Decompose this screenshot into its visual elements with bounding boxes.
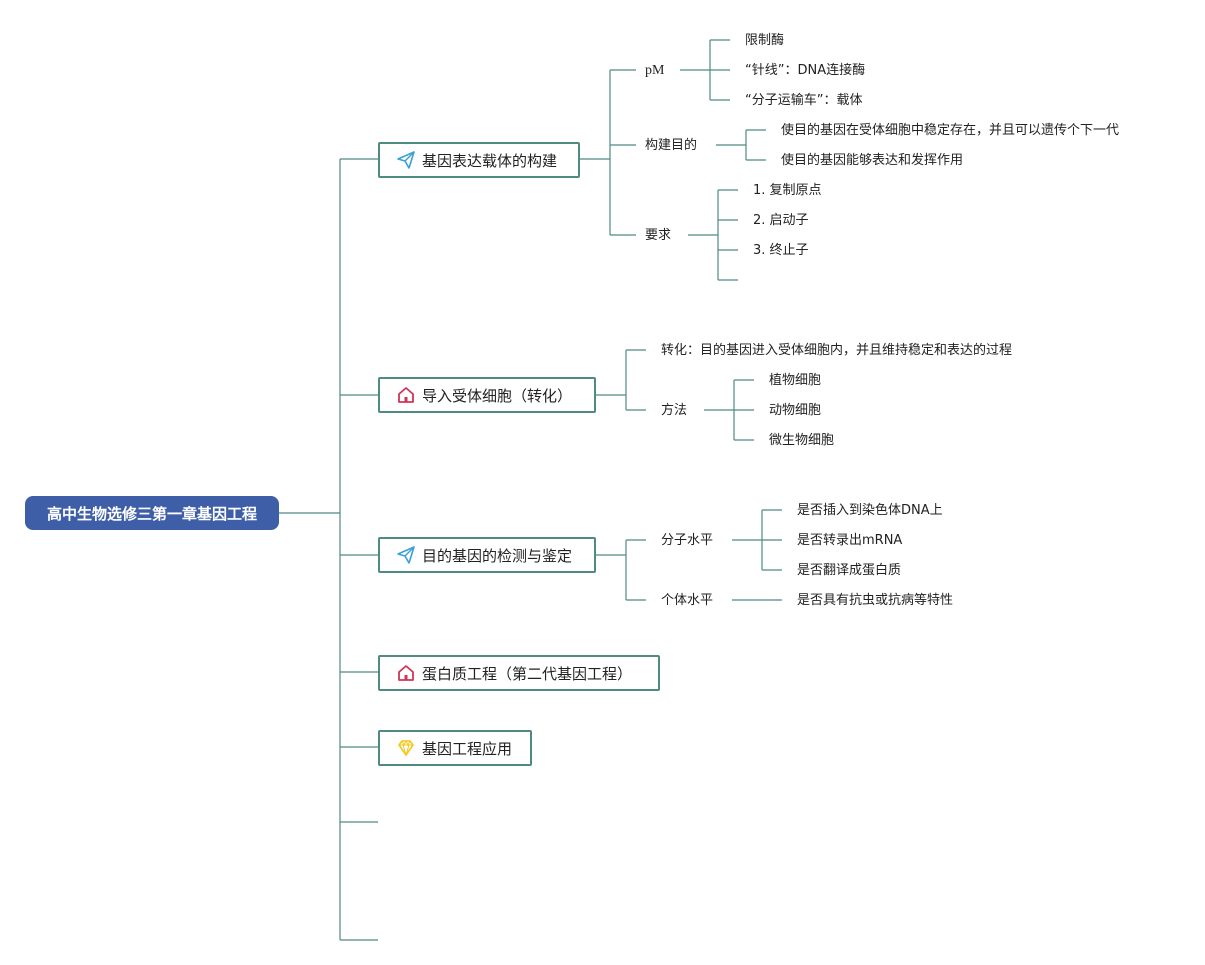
- leaf-node[interactable]: 是否翻译成蛋白质: [797, 563, 902, 578]
- topic-label: 导入受体细胞（转化）: [422, 386, 573, 405]
- root-label: 高中生物选修三第一章基因工程: [46, 504, 257, 523]
- paper-plane-icon: [396, 545, 416, 565]
- leaf-node[interactable]: 使目的基因在受体细胞中稳定存在，并且可以遗传个下一代: [781, 123, 1120, 138]
- topic-protein-engineering[interactable]: 蛋白质工程（第二代基因工程）: [378, 655, 660, 691]
- subtopic-methods[interactable]: 方法: [661, 403, 688, 418]
- house-icon: [396, 663, 416, 683]
- subtopic-pm[interactable]: pM: [645, 63, 665, 78]
- subtopic-transformation-definition[interactable]: 转化：目的基因进入受体细胞内，并且维持稳定和表达的过程: [661, 343, 1013, 358]
- paper-plane-icon: [396, 150, 416, 170]
- topic-vector-construction[interactable]: 基因表达载体的构建: [378, 142, 580, 178]
- diamond-icon: [396, 738, 416, 758]
- topic-transformation[interactable]: 导入受体细胞（转化）: [378, 377, 596, 413]
- topic-detection-identification[interactable]: 目的基因的检测与鉴定: [378, 537, 596, 573]
- leaf-node[interactable]: 使目的基因能够表达和发挥作用: [781, 153, 964, 168]
- leaf-node[interactable]: 限制酶: [745, 33, 785, 48]
- leaf-node[interactable]: “分子运输车”：载体: [745, 93, 863, 108]
- subtopic-individual-level[interactable]: 个体水平: [661, 593, 714, 608]
- leaf-node[interactable]: 1. 复制原点: [753, 183, 822, 198]
- leaf-node[interactable]: 是否具有抗虫或抗病等特性: [797, 593, 954, 608]
- leaf-node[interactable]: 3. 终止子: [753, 243, 809, 258]
- root-node[interactable]: 高中生物选修三第一章基因工程: [25, 496, 279, 530]
- topic-label: 基因工程应用: [422, 739, 513, 758]
- leaf-node[interactable]: 微生物细胞: [769, 433, 835, 448]
- subtopic-purpose[interactable]: 构建目的: [645, 138, 698, 153]
- leaf-node[interactable]: 动物细胞: [769, 403, 822, 418]
- leaf-node[interactable]: 2. 启动子: [753, 213, 809, 228]
- subtopic-molecular-level[interactable]: 分子水平: [661, 533, 714, 548]
- subtopic-requirements[interactable]: 要求: [645, 228, 672, 243]
- leaf-node[interactable]: “针线”：DNA连接酶: [745, 63, 866, 78]
- topic-label: 基因表达载体的构建: [422, 151, 558, 170]
- leaf-node[interactable]: 植物细胞: [769, 373, 822, 388]
- house-icon: [396, 385, 416, 405]
- topic-label: 蛋白质工程（第二代基因工程）: [422, 664, 633, 683]
- topic-label: 目的基因的检测与鉴定: [422, 546, 573, 565]
- leaf-node[interactable]: 是否插入到染色体DNA上: [797, 503, 943, 518]
- topic-applications[interactable]: 基因工程应用: [378, 730, 532, 766]
- leaf-node[interactable]: 是否转录出mRNA: [797, 533, 903, 548]
